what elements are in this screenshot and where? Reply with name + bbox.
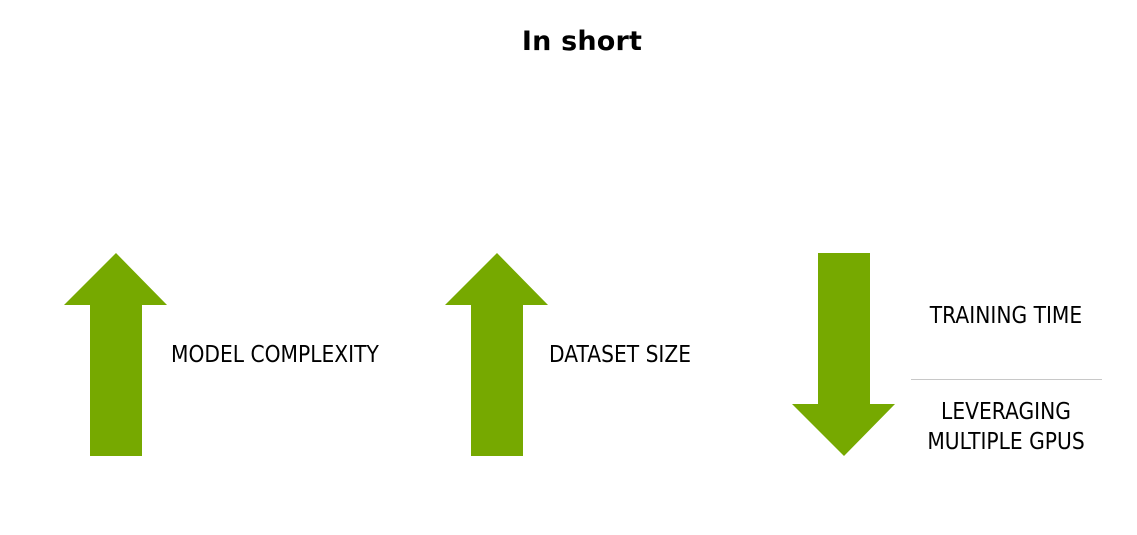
- model-complexity-label: MODEL COMPLEXITY: [171, 342, 379, 368]
- arrow-up-icon: [445, 253, 548, 456]
- leveraging-gpus-label: LEVERAGING MULTIPLE GPUS: [909, 397, 1103, 457]
- dataset-size-label: DATASET SIZE: [549, 342, 692, 368]
- divider: [911, 379, 1102, 380]
- arrow-down-icon: [792, 253, 895, 456]
- slide-title: In short: [521, 26, 643, 57]
- arrow-up-icon: [64, 253, 167, 456]
- leveraging-gpus-text: LEVERAGING MULTIPLE GPUS: [927, 399, 1085, 455]
- training-time-label: TRAINING TIME: [929, 303, 1083, 329]
